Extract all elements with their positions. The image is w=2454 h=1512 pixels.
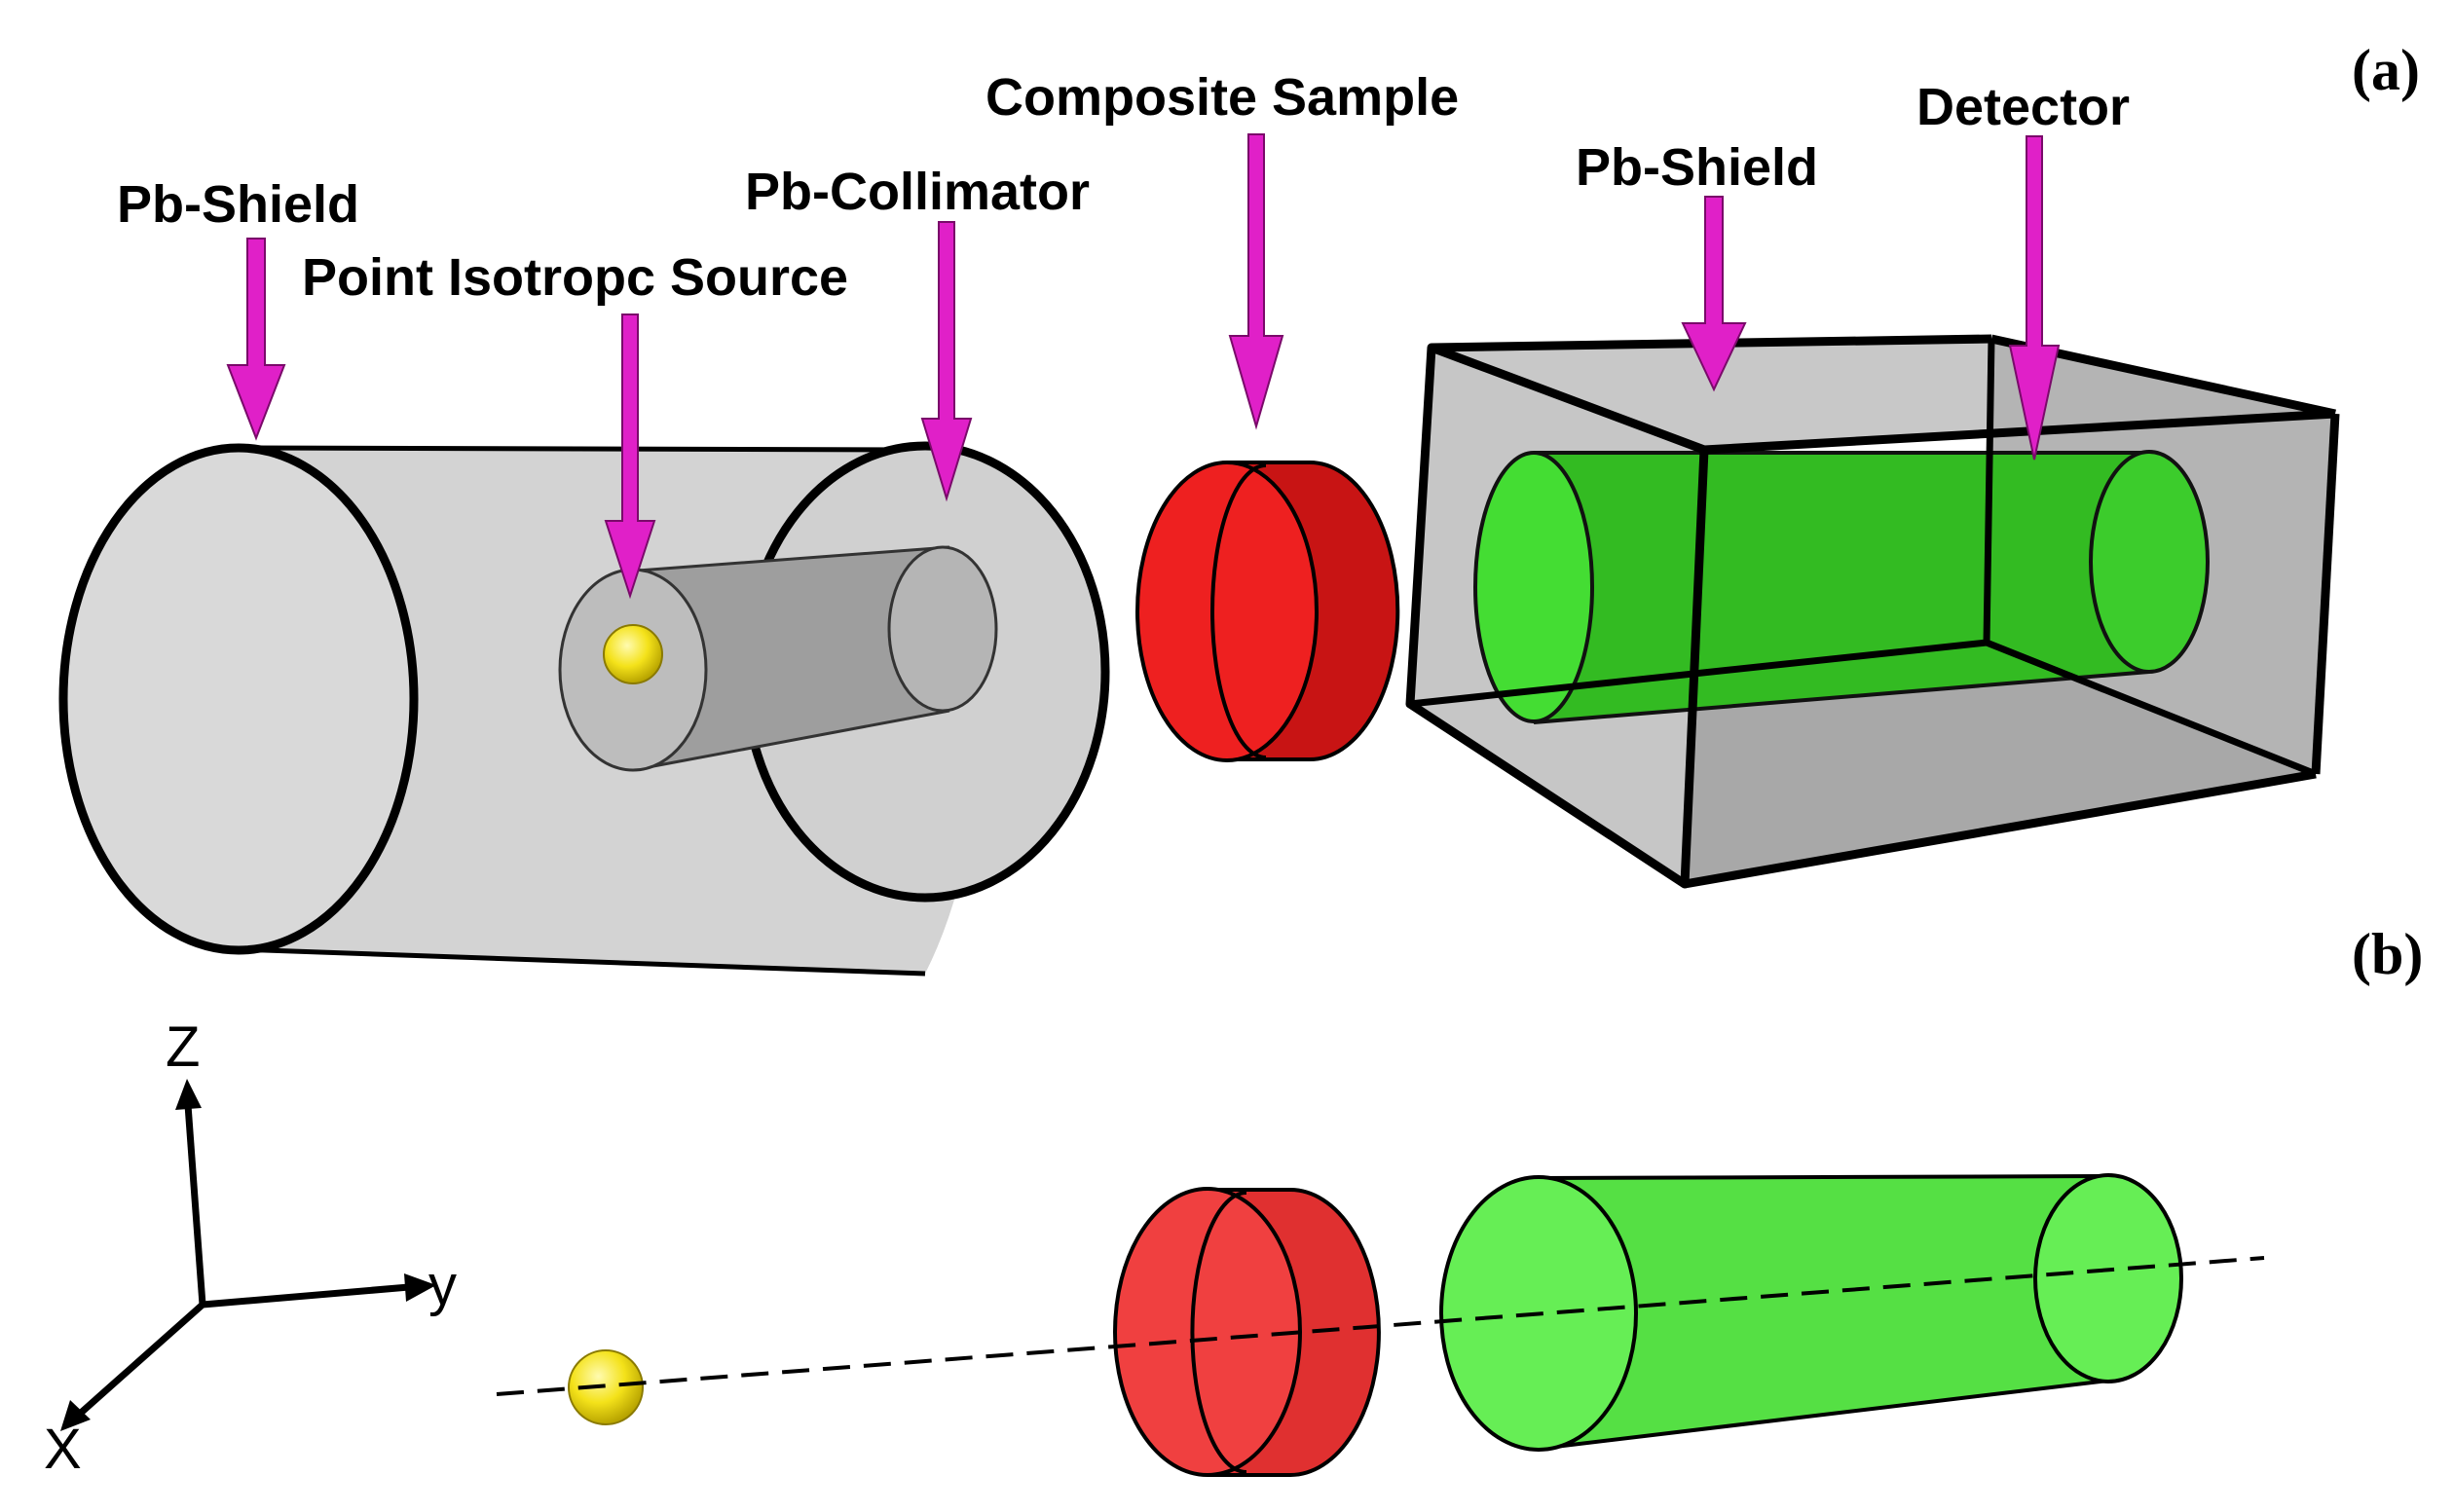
arrow-point-source bbox=[604, 313, 656, 600]
detector-cylinder-b bbox=[1439, 1173, 2183, 1452]
arrow-pb-collimator bbox=[920, 221, 973, 502]
panel-a: Pb-Shield Point Isotropc Source Pb-Colli… bbox=[58, 38, 2420, 977]
label-pb-shield-left: Pb-Shield bbox=[117, 175, 359, 234]
panel-label-b: (b) bbox=[2352, 922, 2423, 986]
arrow-pb-shield-left bbox=[226, 238, 286, 441]
label-detector: Detector bbox=[1916, 78, 2130, 136]
axis-x-label: X bbox=[44, 1418, 82, 1481]
label-pb-shield-right: Pb-Shield bbox=[1576, 138, 1818, 197]
panel-b: (b) Z y X bbox=[44, 922, 2423, 1481]
point-source-ball-b bbox=[568, 1349, 644, 1425]
coordinate-axes bbox=[60, 1079, 436, 1431]
axis-y-label: y bbox=[428, 1254, 457, 1317]
composite-sample-disk bbox=[1135, 461, 1400, 762]
arrow-composite-sample bbox=[1228, 133, 1284, 430]
label-composite-sample: Composite Sample bbox=[985, 68, 1459, 127]
callout-arrows bbox=[226, 133, 2061, 600]
arrow-detector bbox=[2008, 135, 2061, 461]
label-point-source: Point Isotropc Source bbox=[302, 248, 848, 307]
panel-label-a: (a) bbox=[2352, 38, 2420, 102]
arrow-pb-shield-right bbox=[1681, 196, 1747, 392]
axis-z-label: Z bbox=[166, 1015, 200, 1079]
beam-axis-line bbox=[496, 1256, 2265, 1396]
pb-shield-box-edges bbox=[1405, 334, 2340, 889]
label-pb-collimator: Pb-Collimator bbox=[745, 163, 1090, 221]
composite-sample-disk-b bbox=[1113, 1187, 1381, 1477]
point-source-ball bbox=[603, 624, 663, 684]
